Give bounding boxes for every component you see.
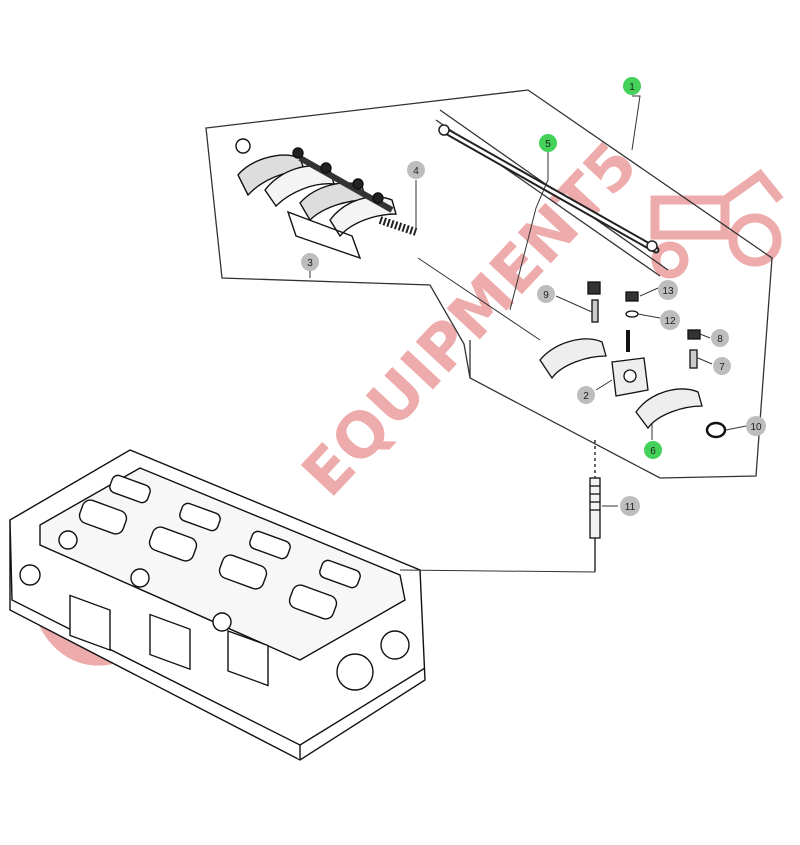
rocker-shaft: [438, 124, 660, 254]
callout-number: 7: [719, 362, 725, 373]
callout-badge: [301, 253, 319, 271]
callout-number: 9: [543, 290, 549, 301]
callout-13[interactable]: 13: [658, 280, 678, 300]
callout-number: 8: [717, 334, 723, 345]
callout-10[interactable]: 10: [746, 416, 766, 436]
callouts: 1 2 3 4 5 6 7 8: [301, 77, 766, 516]
callout-4[interactable]: 4: [407, 161, 425, 179]
assembly-outline: [205, 89, 773, 479]
callout-6[interactable]: 6: [644, 441, 662, 459]
callout-number: 13: [662, 286, 674, 297]
callout-number: 3: [307, 258, 313, 269]
callout-9[interactable]: 9: [537, 285, 555, 303]
rocker-parts-right: [539, 281, 727, 439]
callout-number: 11: [625, 502, 636, 513]
callout-badge: [713, 357, 731, 375]
callout-number: 4: [413, 166, 419, 177]
callout-badge: [623, 77, 641, 95]
callout-badge: [537, 285, 555, 303]
callout-7[interactable]: 7: [713, 357, 731, 375]
rocker-arm-group: [235, 138, 418, 260]
callout-11[interactable]: 11: [620, 496, 640, 516]
callout-badge: [660, 310, 680, 330]
callout-number: 1: [629, 82, 635, 93]
leader-lines: [309, 95, 747, 573]
callout-8[interactable]: 8: [711, 329, 729, 347]
callout-badge: [577, 386, 595, 404]
callout-3[interactable]: 3: [301, 253, 319, 271]
callout-1[interactable]: 1: [623, 77, 641, 95]
callout-badge: [658, 280, 678, 300]
stud-bolt: [589, 440, 601, 572]
callout-number: 6: [650, 446, 656, 457]
callout-12[interactable]: 12: [660, 310, 680, 330]
callout-number: 10: [750, 422, 762, 433]
callout-badge: [711, 329, 729, 347]
callout-badge: [620, 496, 640, 516]
cylinder-head: [9, 449, 426, 761]
callout-number: 2: [583, 391, 589, 402]
callout-2[interactable]: 2: [577, 386, 595, 404]
callout-badge: [539, 134, 557, 152]
callout-number: 5: [545, 139, 551, 150]
callout-badge: [407, 161, 425, 179]
callout-badge: [746, 416, 766, 436]
tractor-icon: [650, 168, 784, 279]
callout-badge: [644, 441, 662, 459]
callout-5[interactable]: 5: [539, 134, 557, 152]
callout-number: 12: [664, 316, 676, 327]
